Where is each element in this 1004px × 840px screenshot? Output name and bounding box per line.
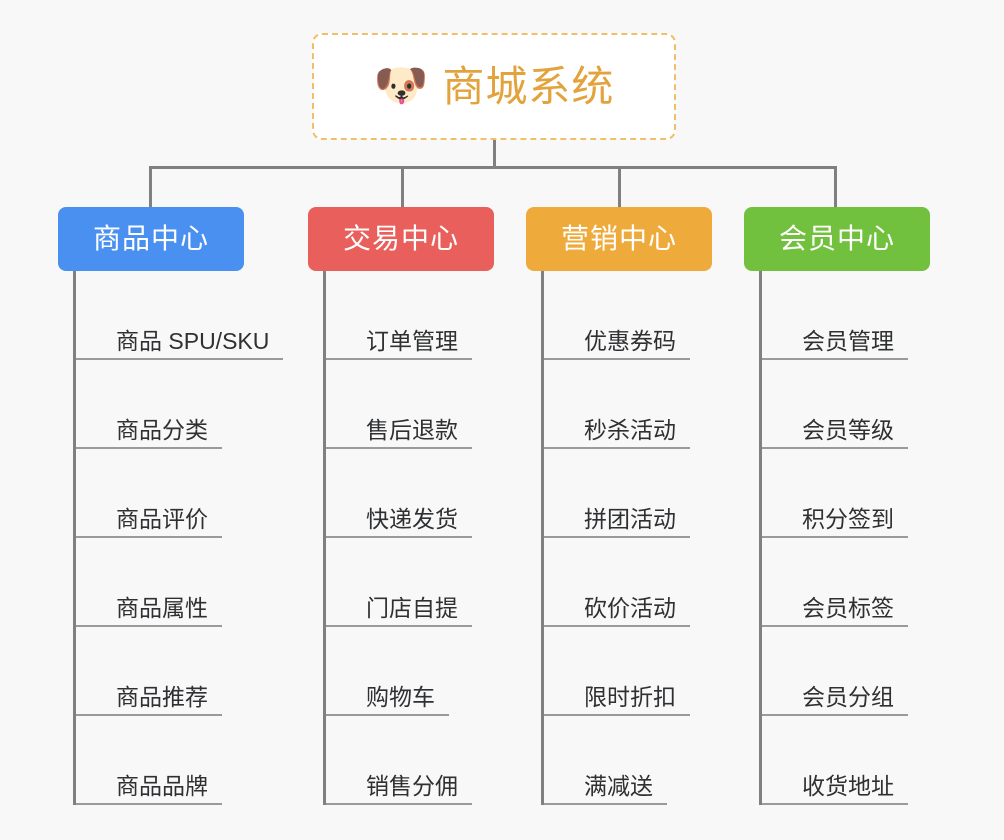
connector-horizontal-bus [149, 166, 837, 169]
leaf-label: 商品品牌 [116, 772, 208, 799]
connector-drop-4 [834, 166, 837, 207]
leaf-underline: 商品 SPU/SKU [76, 327, 284, 360]
leaf-label: 订单管理 [366, 327, 458, 354]
leaf-underline: 优惠券码 [544, 327, 690, 360]
leaf-node[interactable]: 商品 SPU/SKU [76, 271, 284, 360]
leaf-underline: 积分签到 [762, 505, 908, 538]
leaf-node[interactable]: 商品品牌 [76, 716, 283, 805]
branch-marketing-center: 营销中心优惠券码秒杀活动拼团活动砍价活动限时折扣满减送 [526, 207, 712, 805]
leaf-underline: 秒杀活动 [544, 416, 690, 449]
branch-trade-center: 交易中心订单管理售后退款快递发货门店自提购物车销售分佣 [308, 207, 494, 805]
leaf-underline: 会员分组 [762, 683, 908, 716]
connector-drop-2 [401, 166, 404, 207]
leaf-label: 积分签到 [802, 505, 894, 532]
leaf-underline: 销售分佣 [326, 772, 472, 805]
leaf-underline: 订单管理 [326, 327, 472, 360]
leaf-label: 会员管理 [802, 327, 894, 354]
leaf-underline: 门店自提 [326, 594, 472, 627]
leaf-node[interactable]: 积分签到 [762, 449, 930, 538]
leaf-label: 购物车 [366, 683, 435, 710]
branch-spine-marketing-center: 优惠券码秒杀活动拼团活动砍价活动限时折扣满减送 [541, 271, 712, 805]
leaf-node[interactable]: 秒杀活动 [544, 360, 712, 449]
leaf-label: 商品分类 [116, 416, 208, 443]
leaf-underline: 商品属性 [76, 594, 222, 627]
leaf-node[interactable]: 限时折扣 [544, 627, 712, 716]
leaf-node[interactable]: 门店自提 [326, 538, 494, 627]
leaf-label: 优惠券码 [584, 327, 676, 354]
leaf-underline: 快递发货 [326, 505, 472, 538]
leaf-label: 会员标签 [802, 594, 894, 621]
leaf-label: 会员等级 [802, 416, 894, 443]
leaf-node[interactable]: 拼团活动 [544, 449, 712, 538]
leaf-underline: 满减送 [544, 772, 667, 805]
leaf-label: 快递发货 [366, 505, 458, 532]
leaf-label: 限时折扣 [584, 683, 676, 710]
leaf-node[interactable]: 会员等级 [762, 360, 930, 449]
leaf-label: 收货地址 [802, 772, 894, 799]
branch-header-member-center[interactable]: 会员中心 [744, 207, 930, 271]
leaf-node[interactable]: 会员分组 [762, 627, 930, 716]
leaf-underline: 商品分类 [76, 416, 222, 449]
branch-header-marketing-center[interactable]: 营销中心 [526, 207, 712, 271]
leaf-node[interactable]: 快递发货 [326, 449, 494, 538]
leaf-node[interactable]: 销售分佣 [326, 716, 494, 805]
branch-product-center: 商品中心商品 SPU/SKU 商品分类商品评价商品属性商品推荐商品品牌 [58, 207, 284, 805]
leaf-node[interactable]: 售后退款 [326, 360, 494, 449]
leaf-node[interactable]: 会员管理 [762, 271, 930, 360]
leaf-label: 销售分佣 [366, 772, 458, 799]
leaf-node[interactable]: 满减送 [544, 716, 712, 805]
shiba-dog-face-icon: 🐶 [373, 60, 429, 110]
leaf-node[interactable]: 商品分类 [76, 360, 283, 449]
leaf-label: 售后退款 [366, 416, 458, 443]
leaf-node[interactable]: 商品推荐 [76, 627, 283, 716]
leaf-node[interactable]: 订单管理 [326, 271, 494, 360]
leaf-underline: 拼团活动 [544, 505, 690, 538]
leaf-node[interactable]: 商品评价 [76, 449, 283, 538]
leaf-node[interactable]: 商品属性 [76, 538, 283, 627]
branch-member-center: 会员中心会员管理会员等级积分签到会员标签会员分组收货地址 [744, 207, 930, 805]
branch-spine-trade-center: 订单管理售后退款快递发货门店自提购物车销售分佣 [323, 271, 494, 805]
leaf-underline: 商品评价 [76, 505, 222, 538]
leaf-underline: 会员标签 [762, 594, 908, 627]
leaf-label: 满减送 [584, 772, 653, 799]
branch-header-trade-center[interactable]: 交易中心 [308, 207, 494, 271]
leaf-label: 拼团活动 [584, 505, 676, 532]
leaf-node[interactable]: 会员标签 [762, 538, 930, 627]
root-node[interactable]: 🐶 商城系统 [312, 33, 676, 140]
connector-drop-1 [149, 166, 152, 207]
leaf-label: 商品评价 [116, 505, 208, 532]
leaf-underline: 购物车 [326, 683, 449, 716]
branch-header-product-center[interactable]: 商品中心 [58, 207, 244, 271]
leaf-label: 商品属性 [116, 594, 208, 621]
leaf-underline: 收货地址 [762, 772, 908, 805]
leaf-node[interactable]: 砍价活动 [544, 538, 712, 627]
leaf-underline: 商品推荐 [76, 683, 222, 716]
leaf-underline: 限时折扣 [544, 683, 690, 716]
leaf-label: 商品 SPU/SKU [116, 327, 270, 354]
leaf-label: 会员分组 [802, 683, 894, 710]
leaf-node[interactable]: 购物车 [326, 627, 494, 716]
leaf-underline: 会员管理 [762, 327, 908, 360]
leaf-node[interactable]: 收货地址 [762, 716, 930, 805]
leaf-underline: 商品品牌 [76, 772, 222, 805]
leaf-node[interactable]: 优惠券码 [544, 271, 712, 360]
leaf-underline: 售后退款 [326, 416, 472, 449]
branch-spine-member-center: 会员管理会员等级积分签到会员标签会员分组收货地址 [759, 271, 930, 805]
leaf-label: 秒杀活动 [584, 416, 676, 443]
root-title: 商城系统 [442, 62, 615, 110]
leaf-label: 门店自提 [366, 594, 458, 621]
leaf-underline: 会员等级 [762, 416, 908, 449]
leaf-label: 商品推荐 [116, 683, 208, 710]
leaf-label: 砍价活动 [584, 594, 676, 621]
branch-spine-product-center: 商品 SPU/SKU 商品分类商品评价商品属性商品推荐商品品牌 [73, 271, 284, 805]
leaf-underline: 砍价活动 [544, 594, 690, 627]
connector-drop-3 [618, 166, 621, 207]
connector-root-stem [493, 140, 496, 168]
